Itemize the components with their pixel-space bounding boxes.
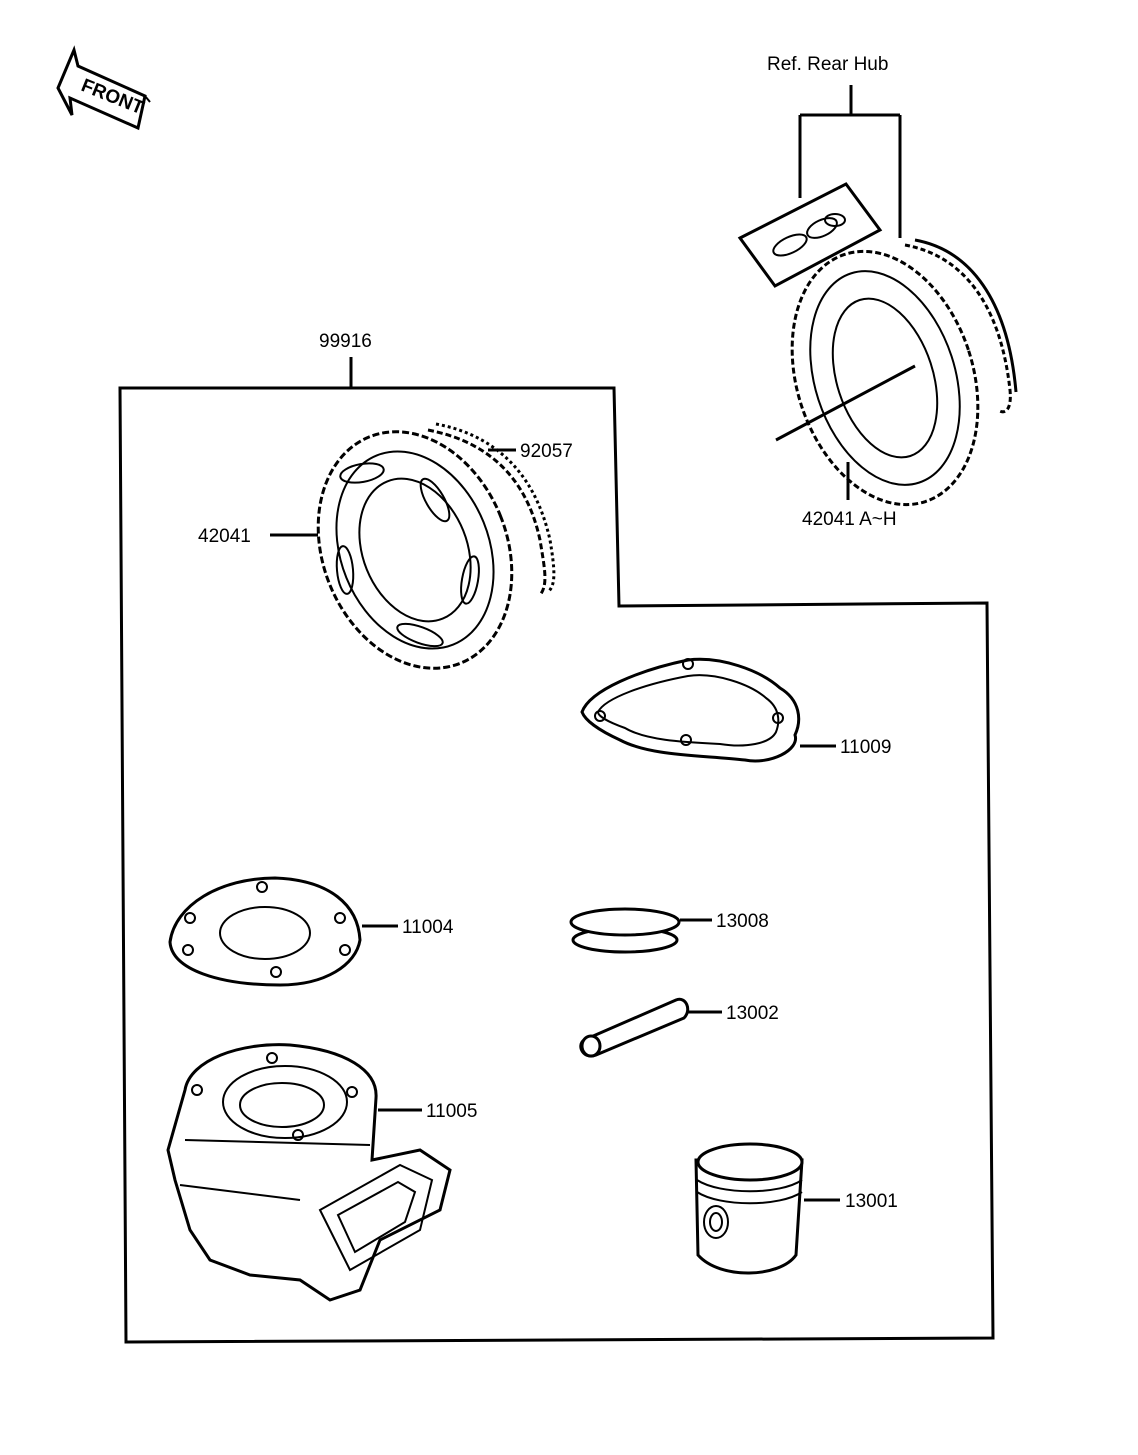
base-gasket-icon (580, 657, 801, 763)
chain-icon (427, 422, 556, 596)
piston-label: 13001 (845, 1191, 898, 1212)
cylinder-label: 11005 (426, 1101, 477, 1122)
sprocket-label: 42041 (198, 526, 251, 547)
ref-rear-hub-label: Ref. Rear Hub (767, 54, 888, 75)
piston-pin-icon (579, 997, 690, 1058)
kit-outline (118, 386, 995, 1344)
ref-rear-hub-bracket (798, 85, 902, 238)
sprocket-ref-label: 42041 A~H (802, 509, 897, 530)
piston-rings-label: 13008 (716, 911, 769, 932)
sprocket-icon (316, 430, 514, 670)
piston-icon (694, 1142, 804, 1275)
kit-label: 99916 (319, 331, 372, 352)
cylinder-icon (166, 1043, 452, 1302)
piston-pin-label: 13002 (726, 1003, 779, 1024)
chain-master-link (737, 182, 883, 288)
base-gasket-label: 11009 (840, 737, 891, 758)
piston-rings-icon (569, 907, 681, 954)
chain-label: 92057 (520, 441, 573, 462)
rear-sprocket-ref (775, 238, 1018, 507)
head-gasket-icon (168, 876, 362, 987)
front-arrow-icon: FRONT (56, 45, 151, 131)
head-gasket-label: 11004 (402, 917, 454, 938)
